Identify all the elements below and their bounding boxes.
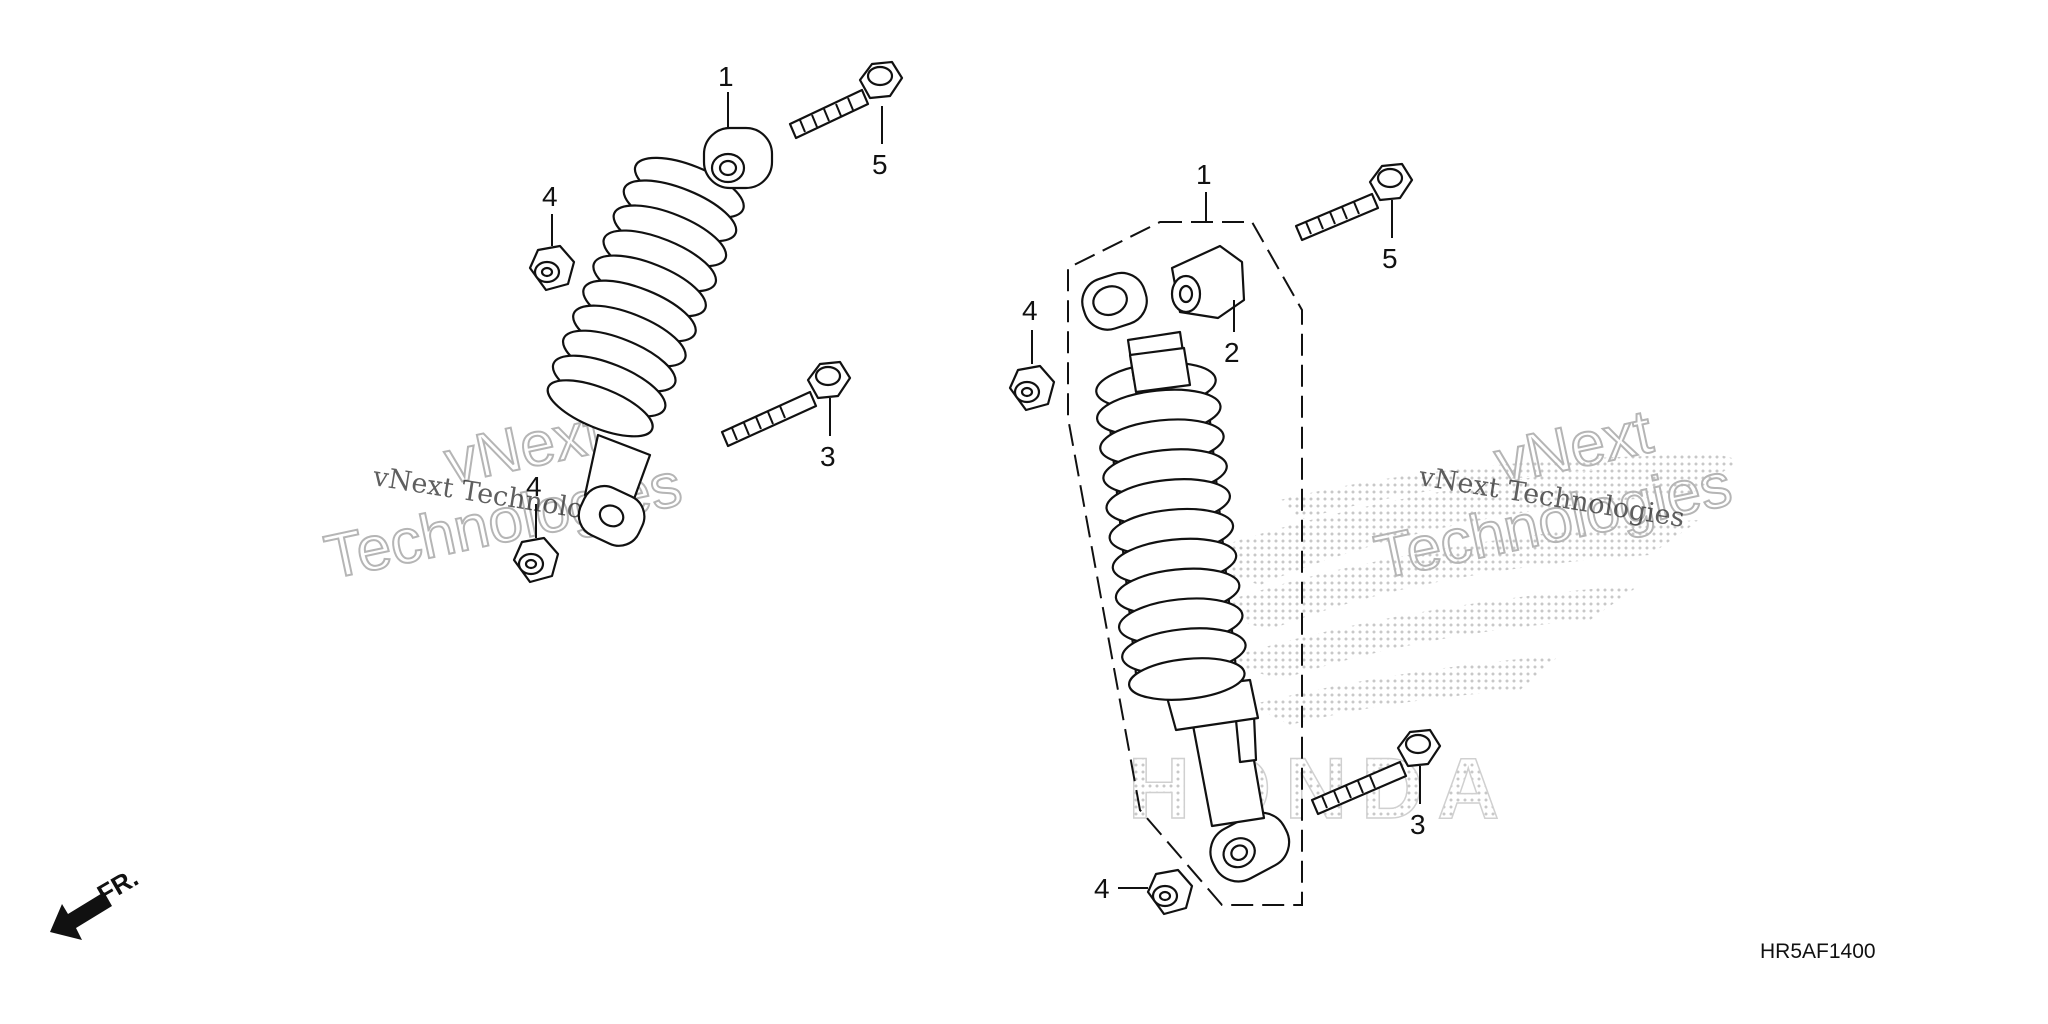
left-lower-bolt bbox=[720, 360, 852, 448]
callout-label: 1 bbox=[718, 61, 734, 92]
diagram-code: HR5AF1400 bbox=[1760, 940, 1876, 963]
callout-label: 4 bbox=[1094, 873, 1110, 904]
left-upper-nut bbox=[528, 244, 576, 292]
left-upper-bolt bbox=[788, 60, 904, 140]
right-lower-nut bbox=[1146, 868, 1194, 916]
callout-label: 3 bbox=[820, 441, 836, 472]
right-upper-bolt bbox=[1294, 162, 1414, 242]
right-shock-absorber bbox=[1081, 271, 1291, 883]
callout-label: 5 bbox=[1382, 243, 1398, 274]
callout-label: 4 bbox=[526, 471, 542, 502]
honda-brand-text: HONDA bbox=[1128, 741, 1513, 837]
callout-label: 3 bbox=[1410, 809, 1426, 840]
honda-wing-logo-watermark: HONDA bbox=[1127, 455, 1740, 838]
callout-label: 2 bbox=[1224, 337, 1240, 368]
assembly-group-outline bbox=[1067, 221, 1303, 906]
right-lower-bolt bbox=[1310, 728, 1442, 816]
right-bushing bbox=[1170, 244, 1246, 320]
left-shock-absorber bbox=[546, 126, 774, 547]
callout-label: 5 bbox=[872, 149, 888, 180]
callout-label: 4 bbox=[542, 181, 558, 212]
callout-label: 4 bbox=[1022, 295, 1038, 326]
callout-label: 1 bbox=[1196, 159, 1212, 190]
left-lower-nut bbox=[512, 536, 560, 584]
front-direction-arrow: FR. bbox=[50, 862, 143, 940]
right-upper-nut bbox=[1008, 364, 1056, 412]
